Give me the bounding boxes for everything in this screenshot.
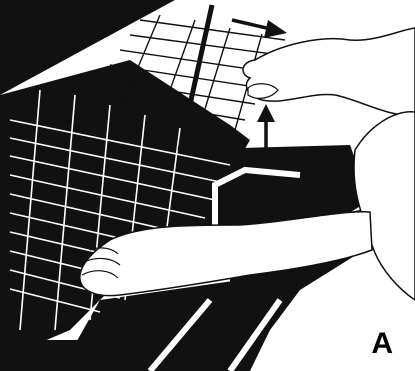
lift-arrow <box>257 104 275 148</box>
upper-hand <box>243 28 415 115</box>
side-hand <box>354 112 415 300</box>
pull-arrow <box>232 20 287 38</box>
panel-label: A <box>371 329 393 359</box>
